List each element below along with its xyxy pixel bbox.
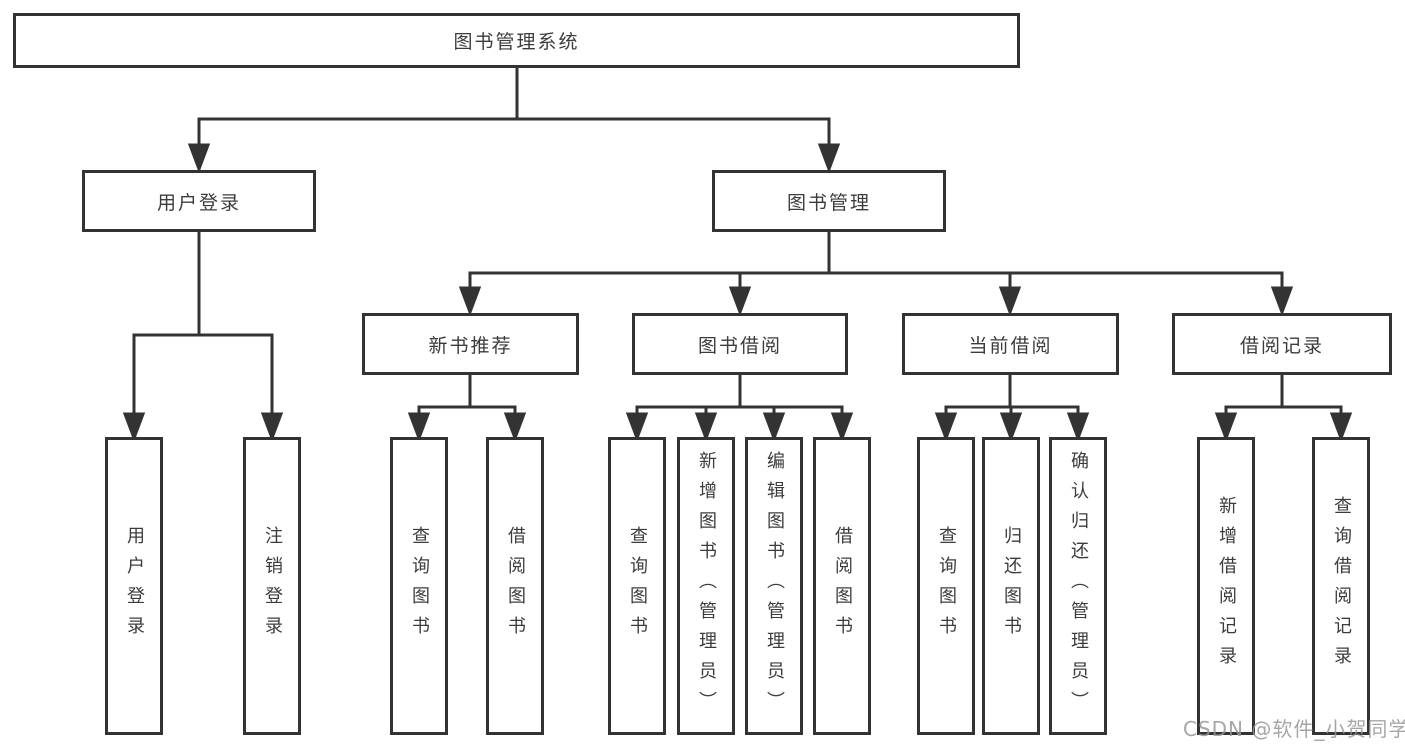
arrow-icon xyxy=(458,286,482,317)
arrow-icon xyxy=(407,412,431,443)
arrow-icon xyxy=(694,412,718,443)
node-label: 新增借阅记录 xyxy=(1216,496,1237,676)
node-query-borrow-record: 查询借阅记录 xyxy=(1312,437,1370,735)
arrow-icon xyxy=(1214,412,1238,443)
node-label: 新书推荐 xyxy=(428,334,513,357)
node-label: 注销登录 xyxy=(262,526,283,646)
node-current-borrow: 当前借阅 xyxy=(902,313,1119,375)
node-logout: 注销登录 xyxy=(243,437,301,735)
node-query-books-current: 查询图书 xyxy=(917,437,975,735)
node-new-book-recommend: 新书推荐 xyxy=(362,313,579,375)
connector-borrow-record-children xyxy=(1214,373,1353,443)
arrow-icon xyxy=(503,412,527,443)
node-label: 查询借阅记录 xyxy=(1331,496,1352,676)
node-user-login: 用户登录 xyxy=(82,170,316,232)
node-borrow-books: 借阅图书 xyxy=(813,437,871,735)
node-label: 图书管理 xyxy=(786,191,871,214)
arrow-icon xyxy=(625,412,649,443)
node-book-borrow: 图书借阅 xyxy=(632,313,848,375)
arrow-icon xyxy=(728,286,752,317)
node-label: 确认归还（管理员） xyxy=(1068,451,1089,721)
connector-book-borrow-children xyxy=(625,373,854,443)
node-query-books-recommend: 查询图书 xyxy=(390,437,448,735)
node-label: 归还图书 xyxy=(1001,526,1022,646)
connector-new-book-children xyxy=(407,373,527,443)
node-label: 查询图书 xyxy=(936,526,957,646)
node-label: 借阅图书 xyxy=(832,526,853,646)
node-add-books-admin: 新增图书（管理员） xyxy=(677,437,735,735)
connector-current-borrow-children xyxy=(934,373,1090,443)
node-label: 新增图书（管理员） xyxy=(696,451,717,721)
node-user-login-leaf: 用户登录 xyxy=(105,437,163,735)
node-label: 用户登录 xyxy=(124,526,145,646)
arrow-icon xyxy=(934,412,958,443)
node-label: 图书管理系统 xyxy=(453,31,580,53)
arrow-icon xyxy=(122,412,146,443)
arrow-icon xyxy=(260,412,284,443)
node-label: 查询图书 xyxy=(409,526,430,646)
watermark-text: CSDN @软件_小贺同学 xyxy=(1183,717,1405,741)
arrow-icon xyxy=(830,412,854,443)
node-add-borrow-record: 新增借阅记录 xyxy=(1197,437,1255,735)
node-borrow-books-recommend: 借阅图书 xyxy=(486,437,544,735)
connector-user-login-children xyxy=(122,230,284,443)
node-return-books: 归还图书 xyxy=(982,437,1040,735)
arrow-icon xyxy=(1066,412,1090,443)
node-confirm-return-admin: 确认归还（管理员） xyxy=(1049,437,1107,735)
arrow-icon xyxy=(1329,412,1353,443)
node-library-management-system: 图书管理系统 xyxy=(13,13,1020,68)
node-label: 借阅图书 xyxy=(505,526,526,646)
connector-book-management-to-level3 xyxy=(458,230,1294,317)
node-edit-books-admin: 编辑图书（管理员） xyxy=(745,437,803,735)
connector-root-to-level2 xyxy=(187,66,841,174)
node-label: 查询图书 xyxy=(627,526,648,646)
node-label: 编辑图书（管理员） xyxy=(764,451,785,721)
node-label: 图书借阅 xyxy=(697,334,782,357)
arrow-icon xyxy=(187,143,211,174)
node-label: 借阅记录 xyxy=(1239,334,1324,357)
node-query-books-borrow: 查询图书 xyxy=(608,437,666,735)
arrow-icon xyxy=(998,286,1022,317)
arrow-icon xyxy=(1270,286,1294,317)
node-borrow-records: 借阅记录 xyxy=(1172,313,1392,375)
node-label: 当前借阅 xyxy=(968,334,1053,357)
arrow-icon xyxy=(762,412,786,443)
node-label: 用户登录 xyxy=(156,191,241,214)
arrow-icon xyxy=(817,143,841,174)
arrow-icon xyxy=(999,412,1023,443)
node-book-management: 图书管理 xyxy=(712,170,946,232)
